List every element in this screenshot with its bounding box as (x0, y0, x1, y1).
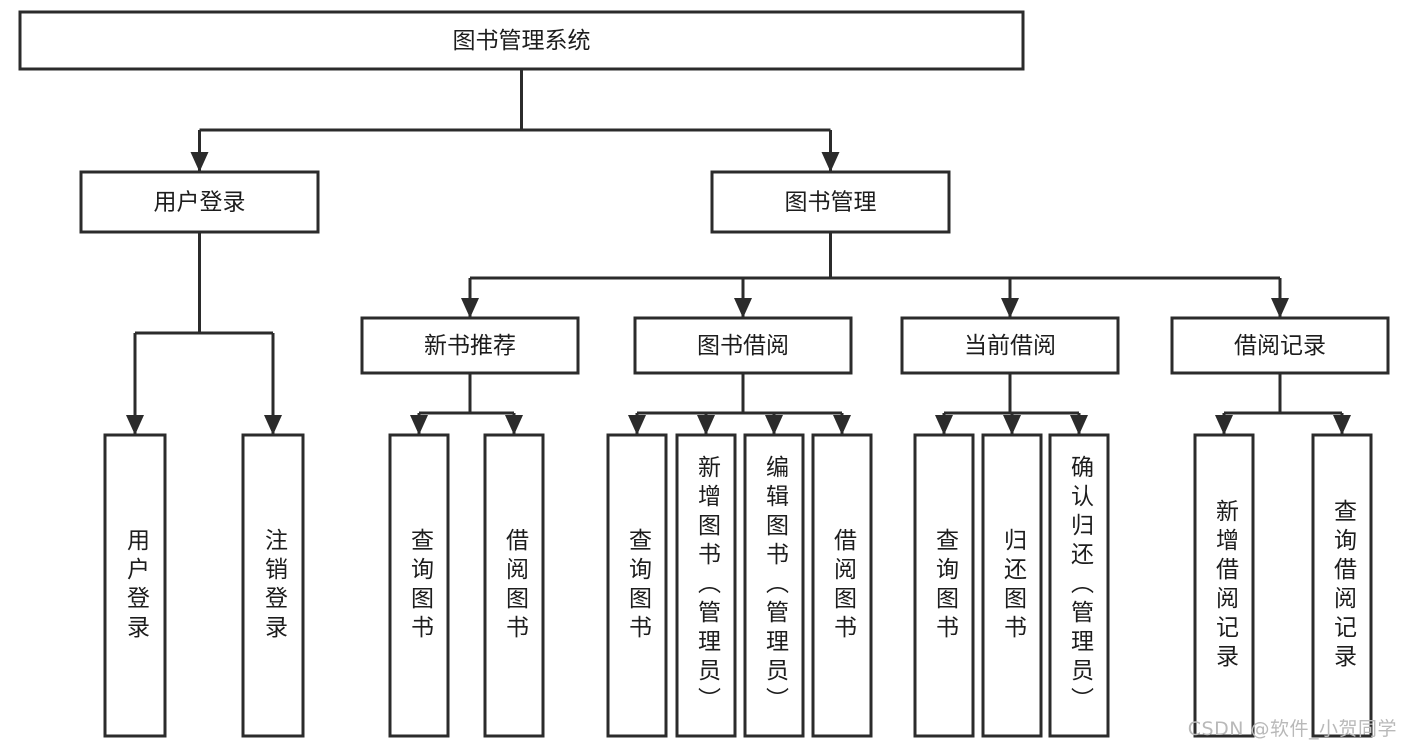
arrow-head-user-login-do (126, 415, 144, 435)
node-box-query-book-2 (606, 433, 668, 738)
watermark: CSDN @软件_小贺同学 (1187, 718, 1397, 740)
node-query-borrow-record[interactable] (1311, 433, 1373, 738)
node-query-book-3[interactable] (913, 433, 975, 738)
arrow-head-query-borrow-record (1333, 415, 1351, 435)
arrow-head-return-book (1003, 415, 1021, 435)
node-box-current-borrow (900, 316, 1120, 375)
node-box-new-book-recommend (360, 316, 580, 375)
node-return-book[interactable] (981, 433, 1043, 738)
node-label-borrow-record: 借阅记录 (1234, 333, 1326, 359)
arrow-head-user-logout (264, 415, 282, 435)
arrow-head-confirm-return-admin (1070, 415, 1088, 435)
node-box-add-book-admin (675, 433, 737, 738)
node-root[interactable]: 图书管理系统 (18, 10, 1025, 71)
arrow-head-book-borrow (734, 298, 752, 318)
arrow-head-edit-book-admin (765, 415, 783, 435)
node-box-user-logout (241, 433, 305, 738)
arrow-head-query-book-3 (935, 415, 953, 435)
node-box-book-borrow (633, 316, 853, 375)
arrow-head-add-borrow-record (1215, 415, 1233, 435)
node-edit-book-admin[interactable] (743, 433, 805, 738)
node-box-confirm-return-admin (1048, 433, 1110, 738)
node-add-borrow-record[interactable] (1193, 433, 1255, 738)
node-box-root (18, 10, 1025, 71)
node-label-user-login: 用户登录 (154, 190, 246, 216)
node-query-book-1[interactable] (388, 433, 450, 738)
node-new-book-recommend[interactable]: 新书推荐 (360, 316, 580, 375)
arrow-head-user-login (190, 152, 209, 172)
node-box-edit-book-admin (743, 433, 805, 738)
node-current-borrow[interactable]: 当前借阅 (900, 316, 1120, 375)
node-book-management[interactable]: 图书管理 (710, 170, 951, 234)
arrow-head-book-management (821, 152, 840, 172)
arrow-head-new-book-recommend (461, 298, 479, 318)
node-label-book-borrow: 图书借阅 (697, 333, 789, 359)
node-user-login-do[interactable] (103, 433, 167, 738)
node-label-root: 图书管理系统 (453, 28, 591, 54)
node-box-return-book (981, 433, 1043, 738)
node-add-book-admin[interactable] (675, 433, 737, 738)
node-query-book-2[interactable] (606, 433, 668, 738)
node-label-new-book-recommend: 新书推荐 (424, 333, 516, 359)
arrow-head-add-book-admin (697, 415, 715, 435)
node-borrow-book-1[interactable] (483, 433, 545, 738)
node-label-book-management: 图书管理 (785, 190, 877, 216)
node-confirm-return-admin[interactable] (1048, 433, 1110, 738)
node-box-query-book-3 (913, 433, 975, 738)
arrow-head-borrow-book-2 (833, 415, 851, 435)
arrow-head-current-borrow (1001, 298, 1019, 318)
arrow-head-borrow-record (1271, 298, 1289, 318)
node-book-borrow[interactable]: 图书借阅 (633, 316, 853, 375)
node-borrow-book-2[interactable] (811, 433, 873, 738)
arrow-head-borrow-book-1 (505, 415, 523, 435)
node-box-user-login-do (103, 433, 167, 738)
node-box-borrow-book-2 (811, 433, 873, 738)
arrow-head-query-book-2 (628, 415, 646, 435)
node-user-logout[interactable] (241, 433, 305, 738)
node-box-borrow-book-1 (483, 433, 545, 738)
node-box-borrow-record (1170, 316, 1390, 375)
node-box-book-management (710, 170, 951, 234)
arrow-head-query-book-1 (410, 415, 428, 435)
node-borrow-record[interactable]: 借阅记录 (1170, 316, 1390, 375)
node-user-login[interactable]: 用户登录 (79, 170, 320, 234)
node-box-query-borrow-record (1311, 433, 1373, 738)
node-box-user-login (79, 170, 320, 234)
node-box-add-borrow-record (1193, 433, 1255, 738)
node-label-current-borrow: 当前借阅 (964, 333, 1056, 359)
node-box-query-book-1 (388, 433, 450, 738)
